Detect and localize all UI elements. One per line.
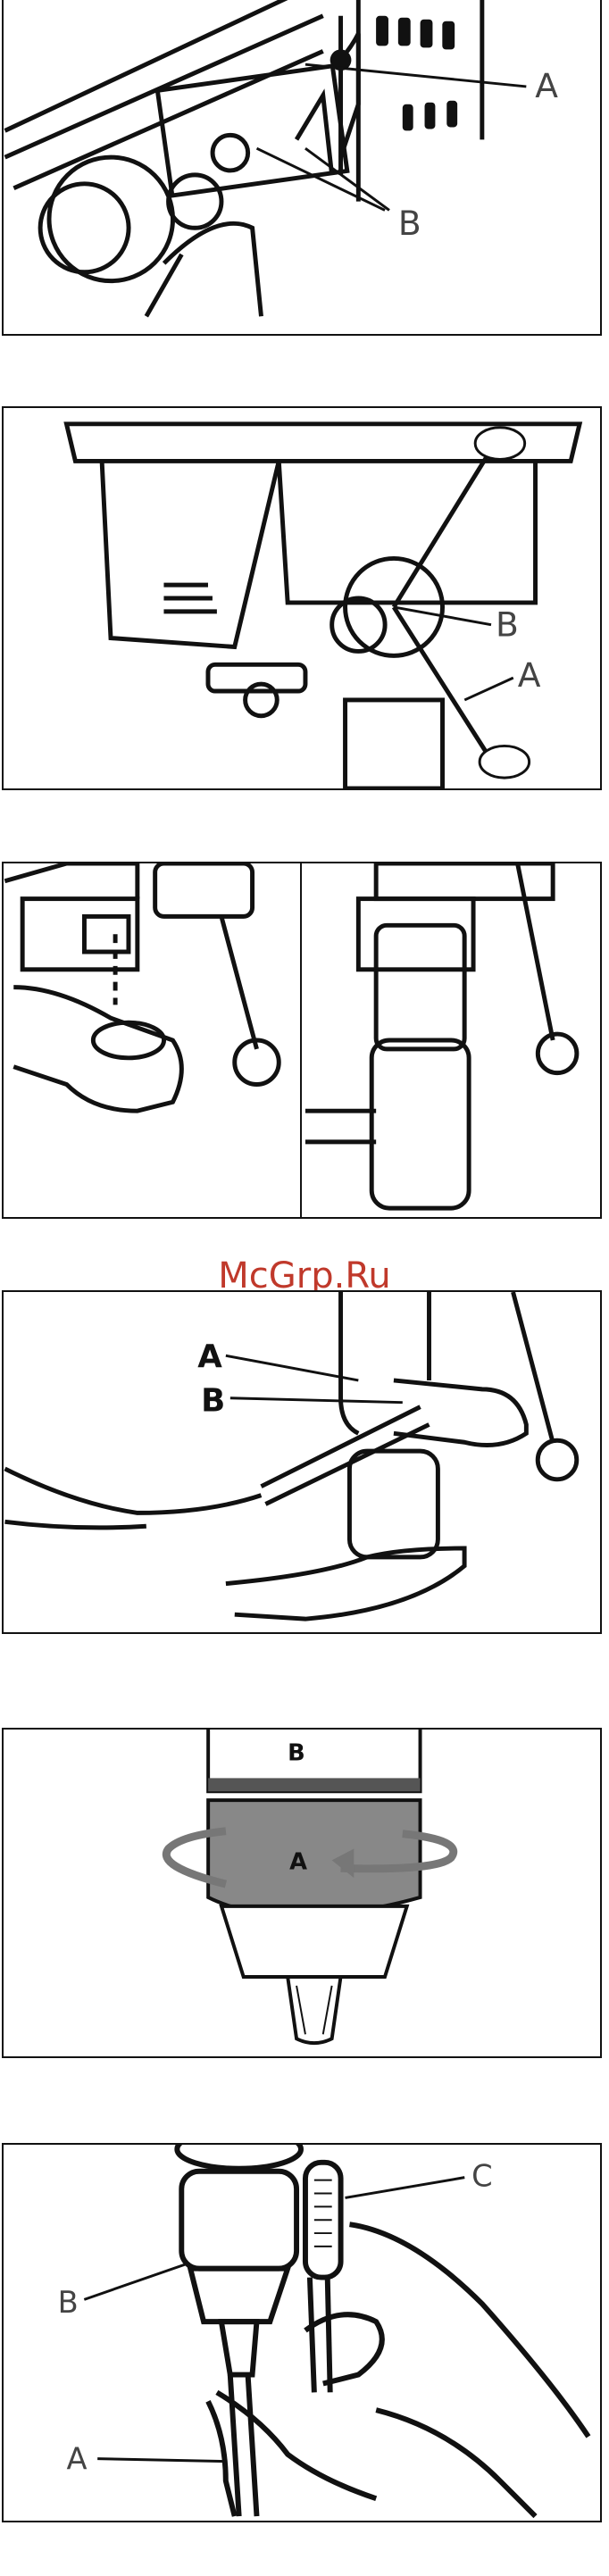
fig1-label-b: B bbox=[398, 204, 421, 243]
figure-chuck-mounting-illustration bbox=[4, 863, 600, 1217]
figure-keyless-chuck: B A bbox=[2, 1728, 602, 2058]
fig6-label-c: C bbox=[471, 2159, 493, 2194]
fig6-label-b: B bbox=[58, 2285, 79, 2320]
fig6-label-a: A bbox=[67, 2442, 88, 2477]
figure-chuck-key: B A C bbox=[2, 2143, 602, 2522]
fig2-label-b: B bbox=[496, 605, 519, 645]
figure-chuck-removal-illustration: A B bbox=[4, 1292, 600, 1632]
figure-chuck-removal: A B bbox=[2, 1290, 602, 1634]
figure-keyless-chuck-illustration: B A bbox=[4, 1730, 600, 2056]
figure-depth-stop-illustration: A B bbox=[4, 0, 600, 334]
figure-depth-stop: A B bbox=[2, 0, 602, 336]
fig1-label-a: A bbox=[535, 66, 558, 105]
fig5-label-a: A bbox=[289, 1848, 307, 1875]
fig5-label-b: B bbox=[288, 1740, 305, 1767]
figure-feed-handles: B A bbox=[2, 406, 602, 790]
figure-feed-handles-illustration: B A bbox=[4, 408, 600, 788]
figure-chuck-key-illustration: B A C bbox=[4, 2145, 600, 2521]
fig2-label-a: A bbox=[518, 655, 541, 695]
figure-chuck-mounting bbox=[2, 862, 602, 1219]
fig4-label-a: A bbox=[197, 1338, 222, 1375]
fig4-label-b: B bbox=[201, 1383, 225, 1420]
